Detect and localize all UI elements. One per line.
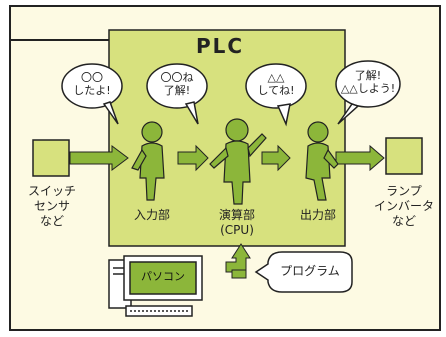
program-bubble xyxy=(254,251,353,293)
figure-output-unit xyxy=(305,121,339,201)
input-unit-label: 入力部 xyxy=(133,208,170,222)
plc-title: PLC xyxy=(196,34,245,58)
input-device-box xyxy=(32,139,70,177)
program-label: プログラム xyxy=(280,264,340,278)
figure-input-unit xyxy=(131,121,165,201)
pc-illustration xyxy=(108,255,203,317)
arrow-pc-to-cpu xyxy=(225,243,251,279)
pc-screen xyxy=(129,261,197,295)
arrow-plc-to-output xyxy=(335,144,385,172)
output-unit-label: 出力部 xyxy=(299,208,336,222)
speech-bubble-3 xyxy=(245,63,307,127)
cpu-label: 演算部 (CPU) xyxy=(218,208,255,237)
inputs-label: スイッチ センサ など xyxy=(27,184,76,228)
speech-bubble-1 xyxy=(61,63,123,125)
figure-cpu xyxy=(209,118,267,205)
output-device-box xyxy=(385,137,423,175)
bubble-text-2: 〇〇ね 了解! xyxy=(160,71,194,97)
bubble-text-4: 了解! △△しよう! xyxy=(340,69,396,95)
bubble-text-1: 〇〇 したよ! xyxy=(73,71,111,97)
speech-bubble-4 xyxy=(335,60,401,125)
speech-bubble-2 xyxy=(146,63,208,125)
arrow-cpu-to-output-unit xyxy=(261,144,291,172)
bubble-text-3: △△ してね! xyxy=(257,71,295,97)
arrow-input-to-plc xyxy=(69,145,129,171)
arrow-input-unit-to-cpu xyxy=(177,144,209,172)
outputs-label: ランプ インバータ など xyxy=(373,184,434,228)
pc-label: パソコン xyxy=(141,270,185,283)
